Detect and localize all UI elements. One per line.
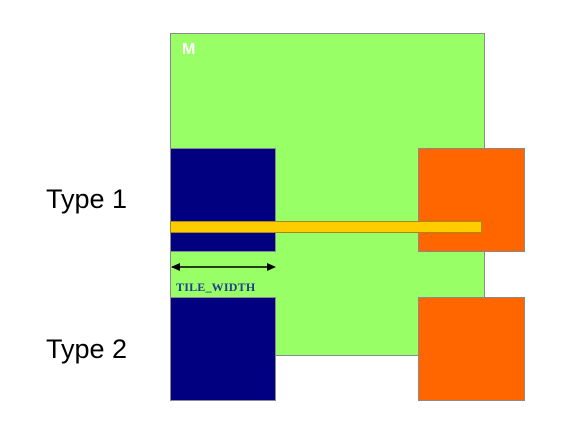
matrix-m-label: M	[182, 41, 196, 58]
tile-width-dimension-arrow	[171, 263, 276, 271]
type-1-horizontal-bar	[170, 221, 482, 233]
type-1-right-tile	[418, 148, 525, 252]
type-2-left-tile	[170, 297, 276, 401]
type-1-label: Type 1	[46, 184, 128, 214]
type-1-left-tile	[170, 148, 276, 252]
tile-width-label: TILE_WIDTH	[176, 280, 256, 294]
type-2-label: Type 2	[46, 334, 128, 364]
type-2-right-tile	[418, 297, 525, 401]
right-arrowhead-icon	[267, 263, 276, 271]
left-arrowhead-icon	[171, 263, 180, 271]
